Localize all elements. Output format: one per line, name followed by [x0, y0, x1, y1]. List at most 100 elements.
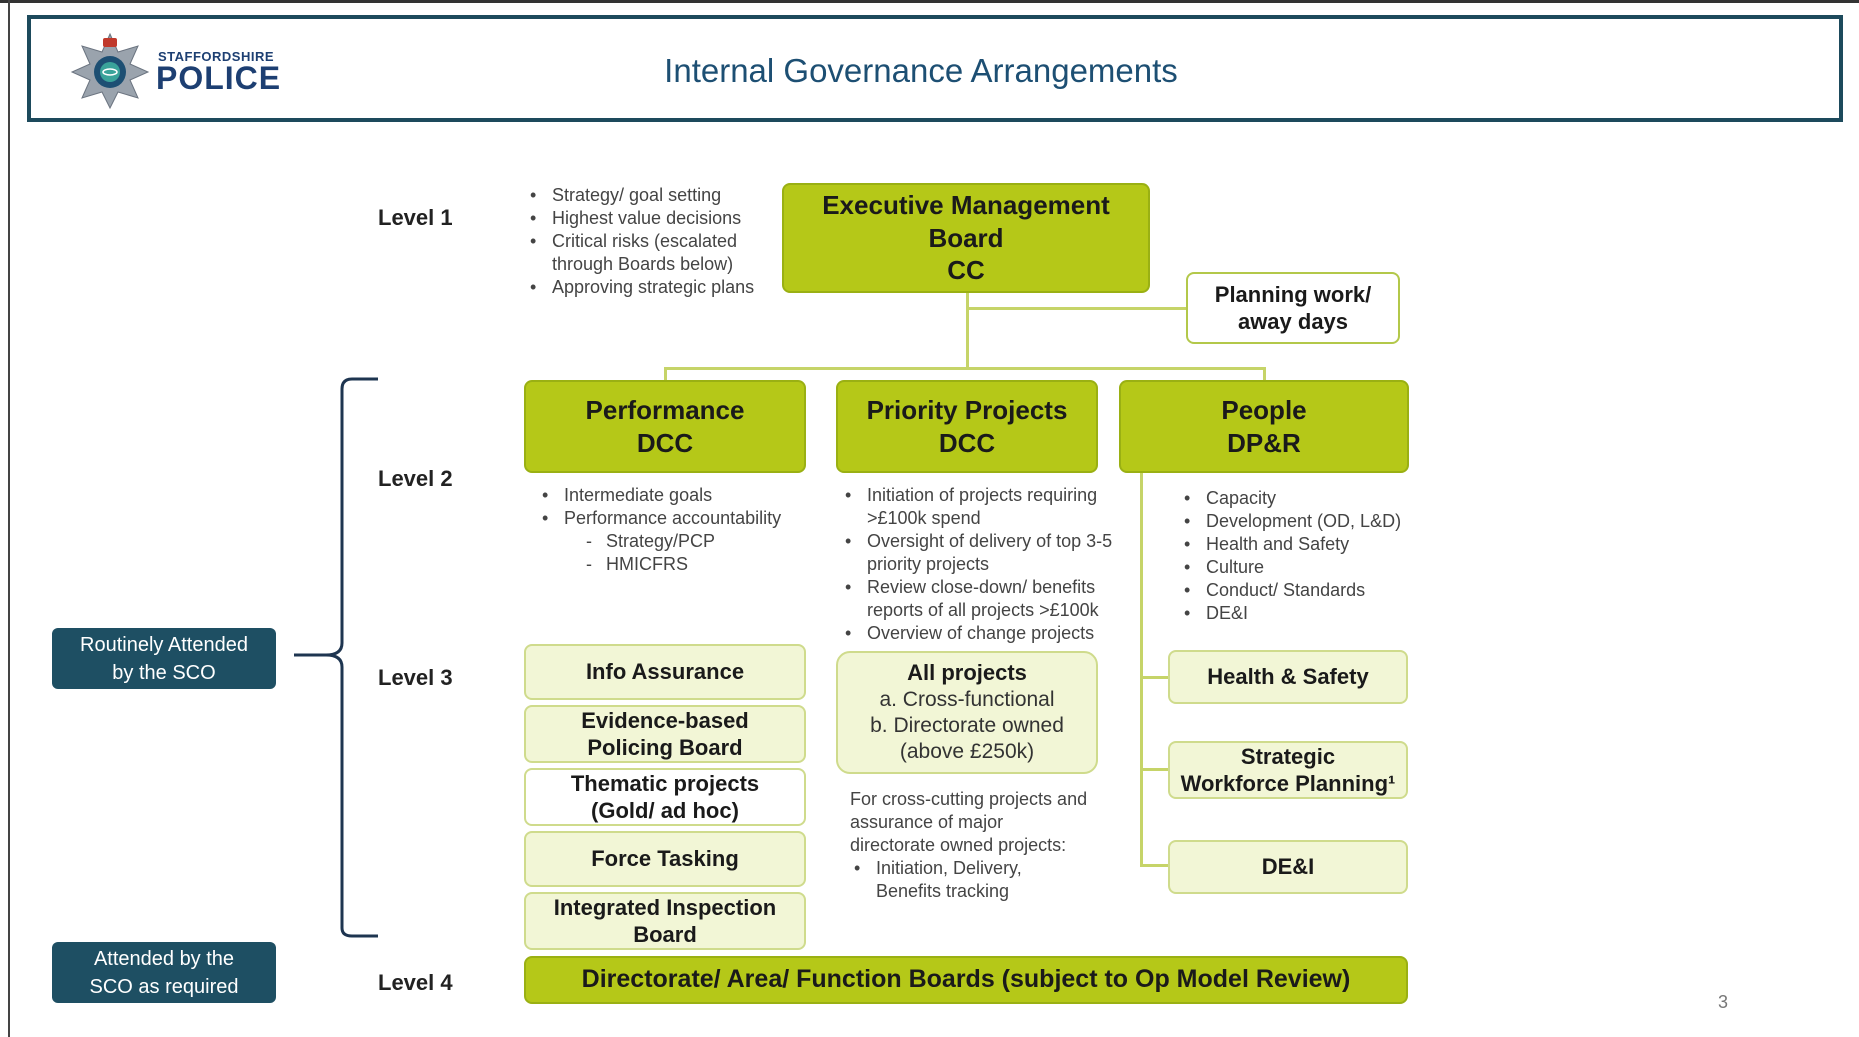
- list-item: Performance accountability: [538, 507, 828, 530]
- directorate-boards-bar: Directorate/ Area/ Function Boards (subj…: [524, 956, 1408, 1004]
- info-assurance-board: Info Assurance: [524, 644, 806, 700]
- routine-line-1: Routinely Attended: [80, 633, 248, 656]
- connector-planning: [966, 307, 1188, 310]
- logo-subtitle: STAFFORDSHIRE: [158, 49, 275, 64]
- force-tasking-board: Force Tasking: [524, 831, 806, 887]
- people-line-2: DP&R: [1227, 427, 1301, 458]
- list-item: Highest value decisions: [526, 207, 786, 230]
- list-item: Review close-down/ benefits reports of a…: [841, 576, 1133, 622]
- frame-left-border: [8, 0, 10, 1037]
- emb-line-2: Board: [928, 222, 1004, 253]
- directorate-boards-label: Directorate/ Area/ Function Boards (subj…: [581, 965, 1351, 994]
- thematic-line-1: Thematic projects: [570, 770, 760, 796]
- police-badge-icon: [70, 32, 150, 110]
- list-item: Culture: [1180, 556, 1450, 579]
- info-assurance-label: Info Assurance: [585, 659, 745, 685]
- performance-responsibilities: Intermediate goals Performance accountab…: [538, 484, 828, 530]
- integrated-inspection-board: Integrated Inspection Board: [524, 892, 806, 950]
- connector-performance: [664, 367, 667, 382]
- routine-line-2: by the SCO: [112, 661, 216, 684]
- all-projects-b: b. Directorate owned: [870, 714, 1064, 738]
- thematic-projects-board: Thematic projects (Gold/ ad hoc): [524, 768, 806, 826]
- performance-sub-items: Strategy/PCP HMICFRS: [538, 530, 828, 576]
- connector-people-vertical: [1140, 472, 1143, 867]
- list-item: DE&I: [1180, 602, 1450, 625]
- emb-line-3: CC: [947, 255, 985, 286]
- crosscut-line-1: For cross-cutting projects and: [850, 789, 1088, 809]
- list-item: Intermediate goals: [538, 484, 828, 507]
- people-line-1: People: [1221, 395, 1307, 425]
- planning-line-2: away days: [1237, 309, 1349, 334]
- priority-line-2: DCC: [938, 427, 996, 458]
- level-1-responsibilities: Strategy/ goal setting Highest value dec…: [526, 184, 786, 299]
- page-number: 3: [1718, 992, 1729, 1012]
- list-item: Initiation of projects requiring >£100k …: [841, 484, 1133, 530]
- planning-line-1: Planning work/: [1214, 281, 1372, 307]
- health-safety-board: Health & Safety: [1168, 650, 1408, 704]
- connector-emb-down: [966, 292, 969, 369]
- ebp-line-1: Evidence-based: [581, 707, 749, 733]
- people-responsibilities: Capacity Development (OD, L&D) Health an…: [1180, 487, 1450, 625]
- asreq-line-2: SCO as required: [89, 975, 239, 998]
- list-item: Approving strategic plans: [526, 276, 786, 299]
- list-item: Capacity: [1180, 487, 1450, 510]
- crosscut-line-2: assurance of major: [850, 812, 1004, 832]
- swp-line-1: Strategic: [1240, 743, 1336, 769]
- connector-dei: [1140, 864, 1170, 867]
- header-banner: [27, 15, 1843, 122]
- performance-board: Performance DCC: [524, 380, 806, 473]
- connector-swp: [1140, 768, 1170, 771]
- crosscut-bullet-2: Benefits tracking: [876, 881, 1010, 901]
- page-title: Internal Governance Arrangements: [664, 52, 1178, 89]
- list-item: Critical risks (escalated through Boards…: [526, 230, 786, 276]
- swp-line-2: Workforce Planning¹: [1180, 771, 1396, 796]
- attendance-bracket: [294, 377, 378, 938]
- level-2-label: Level 2: [378, 466, 453, 491]
- crosscut-line-3: directorate owned projects:: [850, 835, 1067, 855]
- performance-line-1: Performance: [585, 395, 745, 425]
- level-3-label: Level 3: [378, 665, 453, 690]
- list-item: Development (OD, L&D): [1180, 510, 1450, 533]
- executive-management-board: Executive Management Board CC: [782, 183, 1150, 293]
- level-4-label: Level 4: [378, 970, 453, 995]
- emb-line-1: Executive Management: [822, 190, 1110, 221]
- thematic-line-2: (Gold/ ad hoc): [591, 798, 739, 823]
- list-item: Strategy/ goal setting: [526, 184, 786, 207]
- performance-line-2: DCC: [636, 427, 694, 458]
- people-board: People DP&R: [1119, 380, 1409, 473]
- connector-people: [1263, 367, 1266, 382]
- all-projects-box: All projects a. Cross-functional b. Dire…: [836, 651, 1098, 774]
- priority-responsibilities: Initiation of projects requiring >£100k …: [841, 484, 1133, 645]
- iib-line-1: Integrated Inspection: [553, 894, 777, 920]
- logo-title: POLICE: [156, 60, 282, 96]
- dei-board: DE&I: [1168, 840, 1408, 894]
- list-item: Health and Safety: [1180, 533, 1450, 556]
- priority-line-1: Priority Projects: [866, 395, 1068, 425]
- crosscut-bullet-1: Initiation, Delivery,: [876, 858, 1022, 878]
- planning-away-days-box: Planning work/ away days: [1186, 272, 1400, 344]
- all-projects-a: a. Cross-functional: [879, 687, 1055, 711]
- level-1-label: Level 1: [378, 205, 453, 230]
- priority-projects-board: Priority Projects DCC: [836, 380, 1098, 473]
- ebp-line-2: Policing Board: [587, 735, 743, 760]
- all-projects-c: (above £250k): [899, 740, 1035, 764]
- force-tasking-label: Force Tasking: [591, 846, 739, 872]
- dei-label: DE&I: [1261, 854, 1315, 880]
- routinely-attended-badge: Routinely Attended by the SCO: [52, 628, 276, 689]
- evidence-based-policing-board: Evidence-based Policing Board: [524, 705, 806, 763]
- connector-level2-horizontal: [664, 367, 1266, 370]
- list-item: HMICFRS: [538, 553, 828, 576]
- list-item: Conduct/ Standards: [1180, 579, 1450, 602]
- connector-hs: [1140, 676, 1170, 679]
- list-item: Strategy/PCP: [538, 530, 828, 553]
- cross-cutting-note: For cross-cutting projects and assurance…: [850, 788, 1140, 903]
- all-projects-title: All projects: [907, 660, 1027, 686]
- list-item: Oversight of delivery of top 3-5 priorit…: [841, 530, 1133, 576]
- health-safety-label: Health & Safety: [1207, 664, 1369, 690]
- iib-line-2: Board: [633, 922, 697, 947]
- frame-top-border: [0, 0, 1859, 3]
- strategic-workforce-planning-board: Strategic Workforce Planning¹: [1168, 741, 1408, 799]
- attended-as-required-badge: Attended by the SCO as required: [52, 942, 276, 1003]
- list-item: Overview of change projects: [841, 622, 1133, 645]
- asreq-line-1: Attended by the: [93, 947, 235, 970]
